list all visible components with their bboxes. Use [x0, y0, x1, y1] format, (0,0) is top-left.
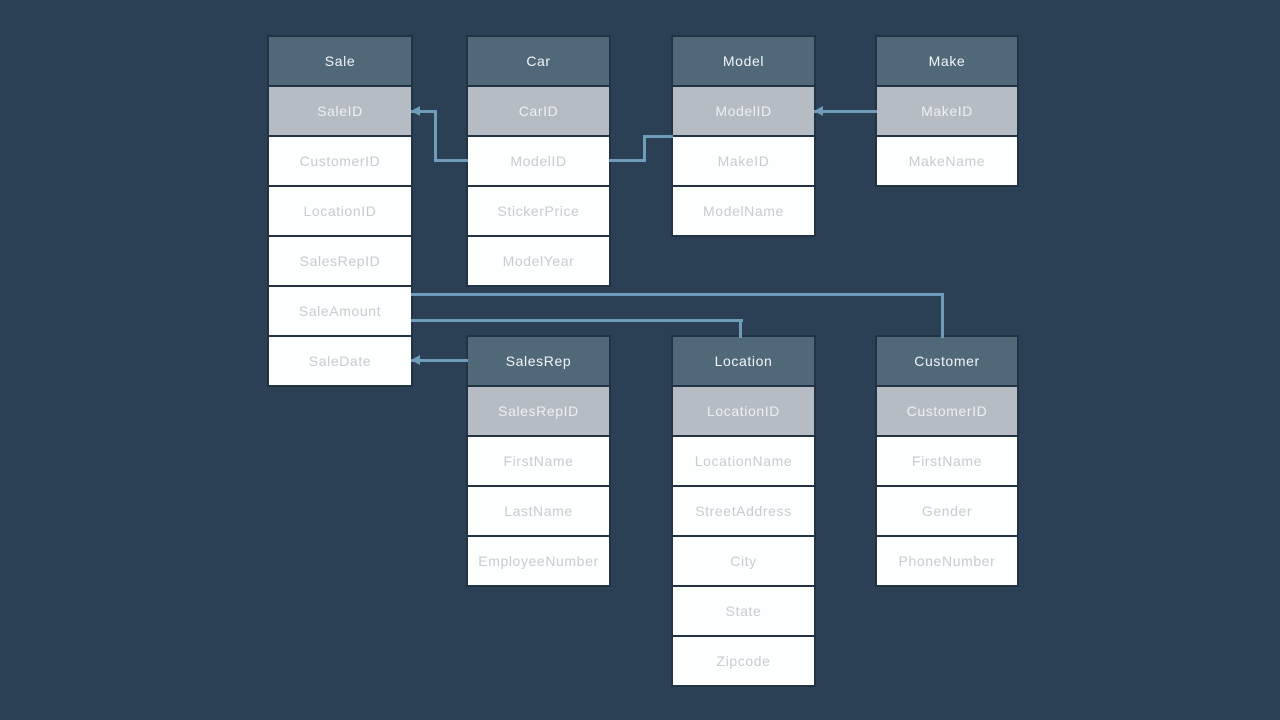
table-sale-primary-key: SaleID [269, 87, 411, 135]
table-location-title: Location [673, 337, 814, 385]
table-model-title: Model [673, 37, 814, 85]
table-location-field-zipcode: Zipcode [673, 637, 814, 685]
table-model-primary-key: ModelID [673, 87, 814, 135]
table-car-title: Car [468, 37, 609, 85]
table-customer-title: Customer [877, 337, 1017, 385]
table-salesrep-field-firstname: FirstName [468, 437, 609, 485]
connector-sale-to-location [411, 319, 743, 322]
table-sale-title: Sale [269, 37, 411, 85]
table-sale-field-locationid: LocationID [269, 187, 411, 235]
table-model-field-makeid: MakeID [673, 137, 814, 185]
table-car-field-stickerprice: StickerPrice [468, 187, 609, 235]
connector-sale-saleid-to-car-modelid [411, 110, 437, 113]
table-car-field-modelid: ModelID [468, 137, 609, 185]
table-salesrep-field-employeenumber: EmployeeNumber [468, 537, 609, 585]
connector-sale-to-customer [941, 293, 944, 338]
table-salesrep-title: SalesRep [468, 337, 609, 385]
connector-sale-saleid-to-car-modelid [434, 110, 437, 162]
table-car-field-modelyear: ModelYear [468, 237, 609, 285]
table-salesrep-field-lastname: LastName [468, 487, 609, 535]
table-make-field-makename: MakeName [877, 137, 1017, 185]
table-customer-field-firstname: FirstName [877, 437, 1017, 485]
connector-model-modelid-to-make-makeid [814, 110, 877, 113]
table-sale-field-salesrepid: SalesRepID [269, 237, 411, 285]
table-make-title: Make [877, 37, 1017, 85]
table-customer-field-gender: Gender [877, 487, 1017, 535]
table-sale-field-saledate: SaleDate [269, 337, 411, 385]
connector-model-modelid-to-make-makeid-arrowhead-icon [814, 106, 823, 116]
table-car-primary-key: CarID [468, 87, 609, 135]
connector-sale-saleid-to-car-modelid [434, 159, 468, 162]
connector-sale-to-customer [411, 293, 944, 296]
table-customer-field-phonenumber: PhoneNumber [877, 537, 1017, 585]
table-salesrep-primary-key: SalesRepID [468, 387, 609, 435]
table-location-field-locationname: LocationName [673, 437, 814, 485]
table-location-primary-key: LocationID [673, 387, 814, 435]
table-customer-primary-key: CustomerID [877, 387, 1017, 435]
connector-car-modelid-to-model-modelid [609, 159, 646, 162]
connector-sale-saledate-to-salesrep [411, 359, 468, 362]
table-location-field-city: City [673, 537, 814, 585]
table-location-field-state: State [673, 587, 814, 635]
connector-sale-to-location [739, 319, 742, 338]
connector-car-modelid-to-model-modelid [643, 135, 646, 162]
table-model-field-modelname: ModelName [673, 187, 814, 235]
table-make-primary-key: MakeID [877, 87, 1017, 135]
connector-sale-saledate-to-salesrep-arrowhead-icon [411, 355, 420, 365]
connector-car-modelid-to-model-modelid [643, 135, 673, 138]
table-sale-field-saleamount: SaleAmount [269, 287, 411, 335]
connector-sale-saleid-to-car-modelid-arrowhead-icon [411, 106, 420, 116]
table-sale-field-customerid: CustomerID [269, 137, 411, 185]
table-location-field-streetaddress: StreetAddress [673, 487, 814, 535]
